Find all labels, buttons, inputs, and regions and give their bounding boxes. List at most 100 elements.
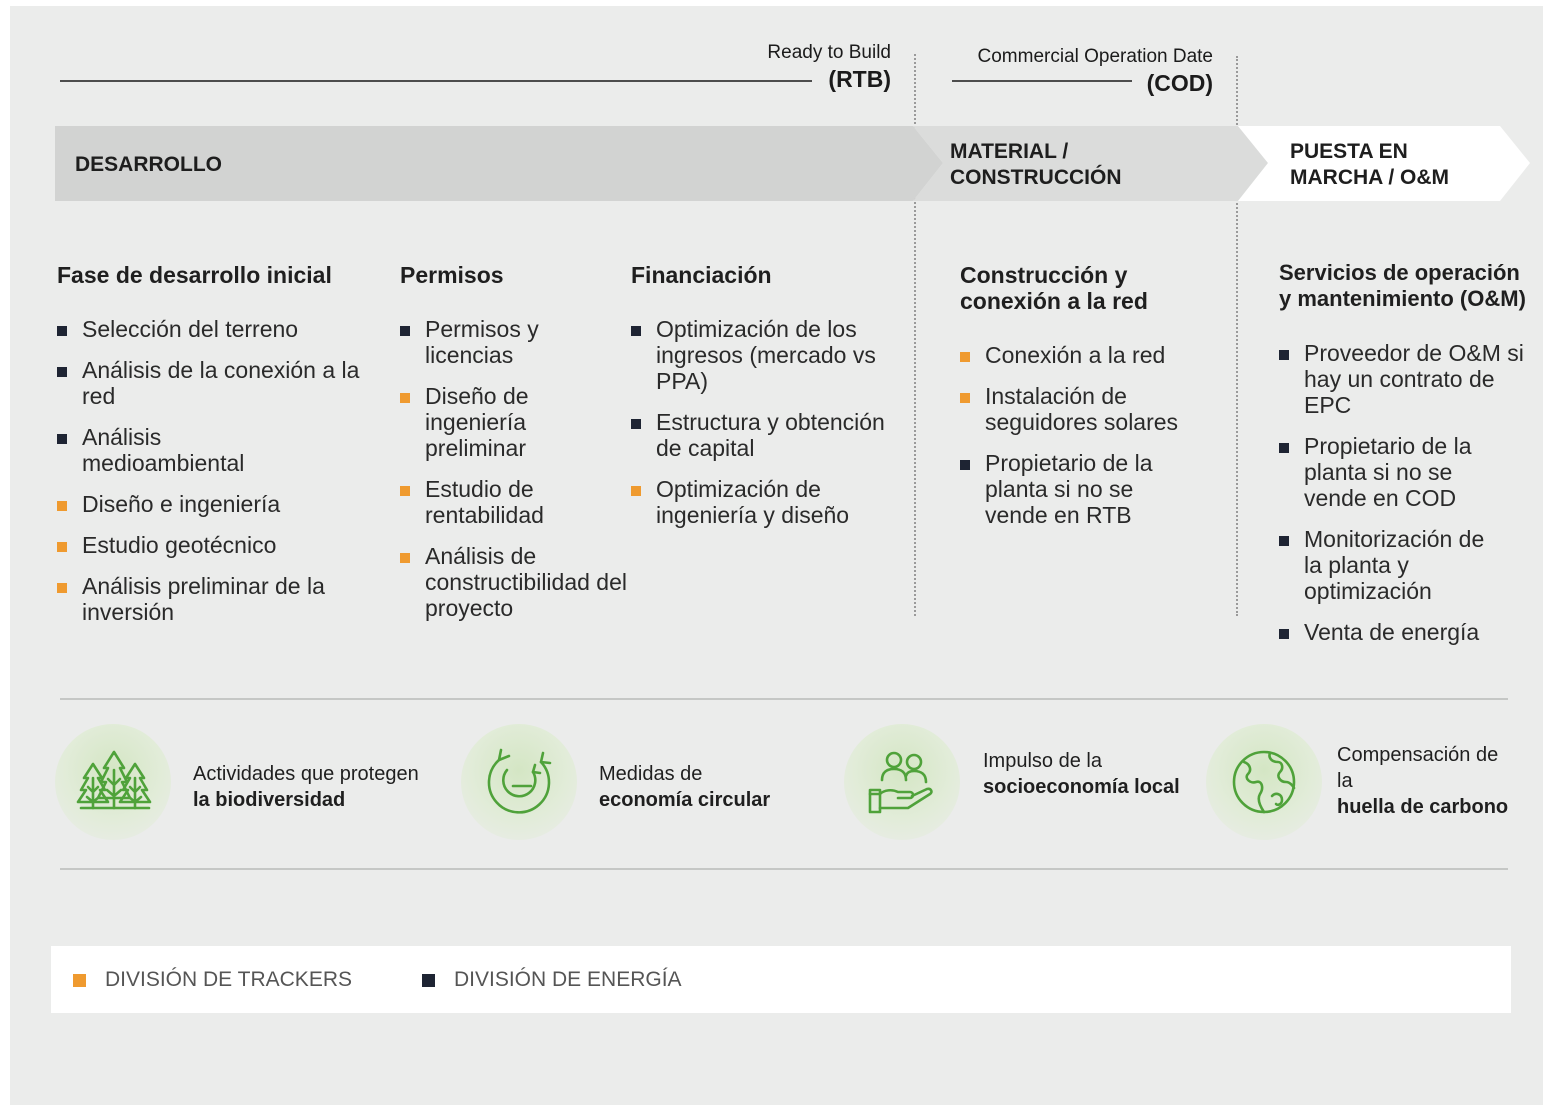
value-text-normal: Actividades que protegen — [193, 763, 419, 785]
tracker-bullet — [400, 486, 410, 496]
value-carbon: Compensación de la huella de carbono — [1337, 742, 1517, 820]
list-item: Permisos y licencias — [400, 316, 630, 368]
icon-badge — [55, 724, 171, 840]
cod-label: Commercial Operation Date — [977, 46, 1213, 67]
legend-label: DIVISIÓN DE ENERGÍA — [454, 968, 682, 991]
legend: DIVISIÓN DE TRACKERS DIVISIÓN DE ENERGÍA — [51, 946, 1511, 1013]
energy-bullet — [1279, 350, 1289, 360]
column-construccion: Construcción y conexión a la red Conexió… — [960, 262, 1215, 543]
phase-construccion-line1: MATERIAL / — [950, 140, 1069, 163]
column-title-line2: conexión a la red — [960, 288, 1148, 314]
rtb-abbr: (RTB) — [828, 66, 891, 92]
energy-swatch — [422, 974, 435, 987]
item-text: Estructura y obtención de capital — [656, 409, 885, 461]
item-text: Monitorización de la planta y optimizaci… — [1304, 526, 1485, 604]
tracker-bullet — [57, 501, 67, 511]
energy-bullet — [57, 367, 67, 377]
item-text: Selección del terreno — [82, 316, 299, 342]
column-title: Construcción y conexión a la red — [960, 262, 1215, 314]
item-text: Conexión a la red — [985, 342, 1166, 368]
column-title: Permisos — [400, 262, 504, 288]
item-text: Análisis preliminar de la inversión — [82, 573, 325, 625]
item-text: Optimización de los ingresos (mercado vs… — [656, 316, 876, 394]
timeline-line-rtb — [60, 80, 812, 82]
divider-top — [60, 698, 1508, 700]
energy-bullet — [57, 326, 67, 336]
list-item: Propietario de la planta si no se vende … — [960, 450, 1215, 528]
community-hand-icon — [868, 751, 933, 814]
value-circular: Medidas de economía circular — [599, 761, 770, 813]
tracker-bullet — [57, 583, 67, 593]
legend-item-energy: DIVISIÓN DE ENERGÍA — [422, 968, 682, 992]
column-title-line2: y mantenimiento (O&M) — [1279, 286, 1526, 311]
item-list: Permisos y licencias Diseño de ingenierí… — [400, 316, 630, 621]
tracker-bullet — [400, 553, 410, 563]
energy-bullet — [1279, 629, 1289, 639]
column-om: Servicios de operación y mantenimiento (… — [1279, 260, 1537, 660]
rtb-milestone: Ready to Build (RTB) — [767, 40, 891, 92]
icon-badge — [461, 724, 577, 840]
phase-arrow-band — [55, 126, 1530, 201]
item-text: Análisis de la conexión a la red — [82, 357, 360, 409]
column-title: Fase de desarrollo inicial — [57, 262, 332, 288]
item-text: Propietario de la planta si no se vende … — [985, 450, 1153, 528]
value-text-bold: huella de carbono — [1337, 796, 1509, 818]
list-item: Estructura y obtención de capital — [631, 409, 901, 461]
value-socioeconomy: Impulso de la socioeconomía local — [983, 748, 1183, 800]
cod-abbr: (COD) — [1146, 70, 1213, 96]
energy-bullet — [57, 434, 67, 444]
legend-label: DIVISIÓN DE TRACKERS — [105, 968, 352, 991]
energy-bullet — [631, 326, 641, 336]
item-list: Selección del terreno Análisis de la con… — [57, 316, 387, 625]
diagram-canvas: Ready to Build (RTB) Commercial Operatio… — [10, 6, 1543, 1105]
item-list: Conexión a la red Instalación de seguido… — [960, 342, 1215, 528]
circular-economy-icon — [487, 748, 552, 814]
timeline-line-cod — [952, 80, 1132, 82]
phase-construccion: MATERIAL / CONSTRUCCIÓN — [950, 139, 1122, 191]
tracker-bullet — [400, 393, 410, 403]
list-item: Diseño e ingeniería — [57, 491, 387, 517]
cod-milestone: Commercial Operation Date (COD) — [978, 44, 1213, 96]
energy-bullet — [1279, 443, 1289, 453]
list-item: Optimización de los ingresos (mercado vs… — [631, 316, 901, 394]
column-title-line1: Servicios de operación — [1279, 260, 1520, 285]
list-item: Instalación de seguidores solares — [960, 383, 1215, 435]
item-text: Venta de energía — [1304, 619, 1480, 645]
tracker-bullet — [57, 542, 67, 552]
value-text-normal: Impulso de la — [983, 750, 1102, 772]
separator-rtb — [914, 54, 916, 616]
energy-bullet — [960, 460, 970, 470]
tracker-bullet — [631, 486, 641, 496]
value-text-normal: Medidas de — [599, 763, 703, 785]
list-item: Proveedor de O&M si hay un contrato de E… — [1279, 340, 1537, 418]
column-desarrollo-inicial: Fase de desarrollo inicial Selección del… — [57, 262, 387, 640]
value-text-bold: la biodiversidad — [193, 789, 346, 811]
legend-item-trackers: DIVISIÓN DE TRACKERS — [73, 968, 352, 992]
value-text-bold: socioeconomía local — [983, 776, 1180, 798]
tracker-bullet — [960, 393, 970, 403]
item-text: Optimización de ingeniería y diseño — [656, 476, 850, 528]
item-text: Instalación de seguidores solares — [985, 383, 1179, 435]
item-text: Análisis de constructibilidad del proyec… — [425, 543, 628, 621]
item-text: Permisos y licencias — [425, 316, 539, 368]
item-text: Diseño e ingeniería — [82, 491, 281, 517]
item-text: Estudio de rentabilidad — [425, 476, 544, 528]
rtb-label: Ready to Build — [767, 42, 891, 63]
globe-icon — [1232, 750, 1296, 814]
list-item: Análisis de constructibilidad del proyec… — [400, 543, 630, 621]
tracker-bullet — [960, 352, 970, 362]
column-title: Financiación — [631, 262, 772, 288]
list-item: Análisis preliminar de la inversión — [57, 573, 387, 625]
list-item: Propietario de la planta si no se vende … — [1279, 433, 1537, 511]
energy-bullet — [631, 419, 641, 429]
list-item: Análisis medioambiental — [57, 424, 387, 476]
phase-arrow-construccion — [913, 126, 1268, 201]
list-item: Estudio de rentabilidad — [400, 476, 630, 528]
list-item: Estudio geotécnico — [57, 532, 387, 558]
energy-bullet — [400, 326, 410, 336]
icon-badge — [844, 724, 960, 840]
list-item: Conexión a la red — [960, 342, 1215, 368]
list-item: Análisis de la conexión a la red — [57, 357, 387, 409]
energy-bullet — [1279, 536, 1289, 546]
item-text: Propietario de la planta si no se vende … — [1304, 433, 1472, 511]
